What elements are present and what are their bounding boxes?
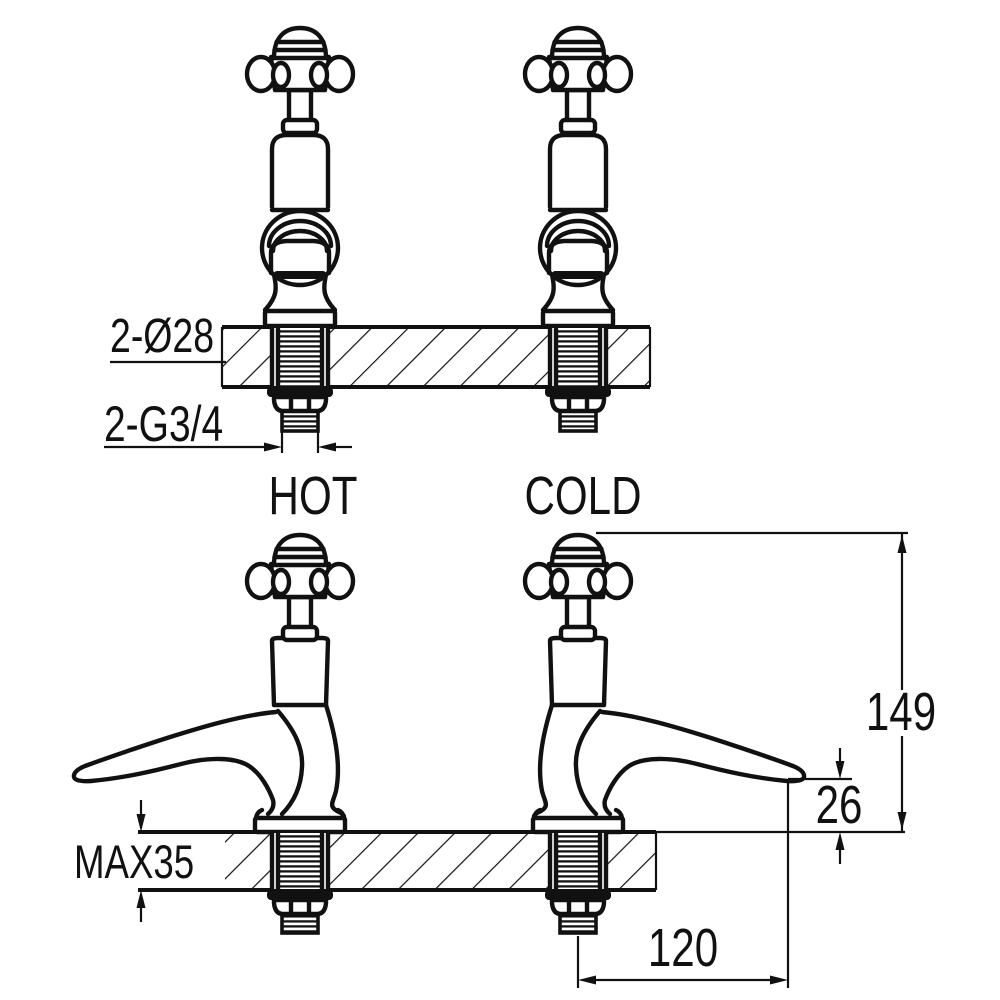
dim-thread-size-label: 2-G3/4 (104, 395, 223, 452)
dim-hole-diameter: 2-Ø28 (110, 310, 226, 364)
dim-reach-120: 120 (576, 781, 790, 988)
dim-deck-thickness-value: MAX35 (74, 836, 194, 888)
dim-clearance-value: 26 (816, 775, 863, 835)
dim-thread-size: 2-G3/4 (104, 395, 352, 453)
top-view: 2-Ø28 2-G3/4 (104, 28, 652, 453)
cross-handle (247, 28, 353, 133)
cross-handle (525, 535, 631, 640)
front-view: HOT COLD 149 (74, 466, 936, 988)
dim-deck-thickness-max35: MAX35 (74, 800, 194, 922)
cold-tap-front-view (525, 535, 804, 933)
tap-body (533, 638, 804, 933)
dim-height-149: 149 (596, 531, 936, 832)
dim-reach-value: 120 (648, 918, 718, 978)
dim-clearance-26: 26 (788, 748, 862, 864)
cold-label: COLD (525, 466, 642, 526)
cross-handle (525, 28, 631, 133)
cross-handle (247, 535, 353, 640)
dim-height-value: 149 (866, 682, 936, 742)
deck-section-front (138, 830, 905, 892)
dim-hole-diameter-label: 2-Ø28 (110, 310, 214, 364)
hot-label: HOT (269, 466, 358, 526)
